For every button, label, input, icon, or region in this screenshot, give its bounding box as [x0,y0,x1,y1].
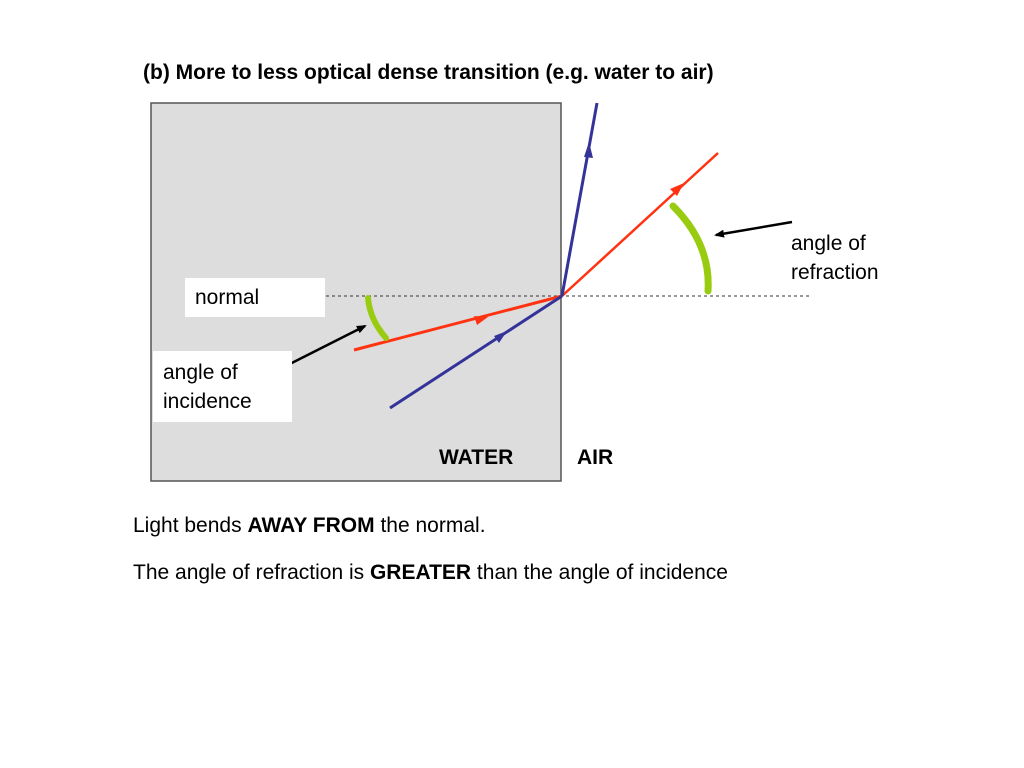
caption-2-pre: The angle of refraction is [133,561,370,584]
air-medium-label: AIR [577,446,614,469]
red-incident-ray [353,294,563,352]
refraction-label-line1: angle of [791,232,866,255]
blue-refracted-arrowhead [584,142,593,158]
caption-2-post: than the angle of incidence [471,561,728,584]
caption-1-post: the normal. [374,514,486,537]
red-refracted-ray [561,152,719,297]
caption-1-bold: AWAY FROM [247,514,375,537]
diagram-title: (b) More to less optical dense transitio… [143,61,714,84]
red-incident-arrowhead [474,316,488,325]
normal-label: normal [185,278,325,317]
water-medium-label: WATER [439,446,514,469]
blue-refracted-ray [560,102,599,297]
normal-label-text: normal [195,286,260,309]
angle-of-incidence-label: angle of incidence [153,351,292,422]
refraction-label-line2: refraction [791,261,879,284]
blue-incident-ray [389,294,563,410]
angle-of-refraction-arc [669,202,712,295]
incidence-label-line2: incidence [163,390,252,413]
blue-incident-arrowhead [494,331,507,343]
angle-of-refraction-label: angle of refraction [791,229,879,287]
angle-of-incidence-arc [365,295,389,341]
caption-1-pre: Light bends [133,514,248,537]
incidence-label-line1: angle of [163,361,238,384]
caption-angle-greater: The angle of refraction is GREATER than … [133,561,728,585]
refraction-pointer-arrow [714,220,793,238]
caption-bends-away: Light bends AWAY FROM the normal. [133,514,486,538]
caption-2-bold: GREATER [369,561,472,584]
red-refracted-arrowhead [670,183,684,196]
